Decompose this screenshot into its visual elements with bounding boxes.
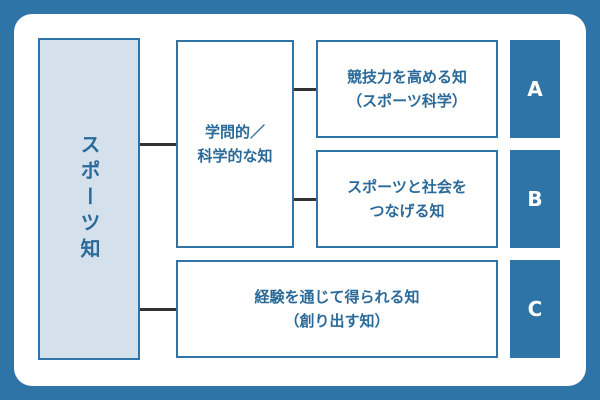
branch-box-academic: 学問的／ 科学的な知	[176, 40, 294, 248]
connector-academic-a	[294, 88, 316, 91]
leaf-b-line2: つなげる知	[369, 202, 445, 220]
leaf-box-c: 経験を通じて得られる知 （創り出す知）	[176, 260, 498, 358]
tag-c: C	[510, 260, 560, 358]
tag-b-label: B	[527, 187, 543, 211]
branch-academic-line2: 科学的な知	[197, 147, 273, 165]
leaf-box-b: スポーツと社会を つなげる知	[316, 150, 498, 248]
root-box-sports-knowledge: スポーツ知	[38, 38, 140, 360]
connector-root-academic	[140, 143, 176, 146]
leaf-c-line2: （創り出す知）	[284, 312, 390, 330]
tag-a: A	[510, 40, 560, 138]
connector-academic-b	[294, 198, 316, 201]
branch-academic-line1: 学問的／	[204, 123, 265, 141]
leaf-c-line1: 経験を通じて得られる知	[254, 288, 420, 306]
leaf-a-line2: （スポーツ科学）	[347, 92, 467, 110]
leaf-b-line1: スポーツと社会を	[347, 178, 467, 196]
connector-root-experience	[140, 308, 176, 311]
leaf-a-line1: 競技力を高める知	[346, 68, 467, 86]
tag-c-label: C	[527, 297, 543, 321]
tag-a-label: A	[527, 77, 543, 101]
leaf-box-a: 競技力を高める知 （スポーツ科学）	[316, 40, 498, 138]
root-label: スポーツ知	[77, 134, 101, 264]
tag-b: B	[510, 150, 560, 248]
